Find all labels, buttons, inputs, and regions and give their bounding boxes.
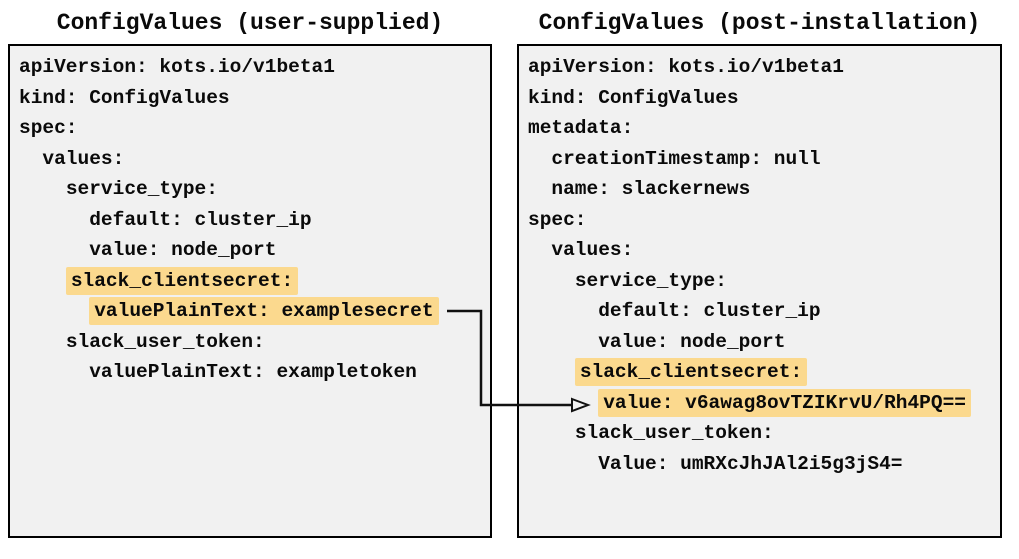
yaml-text-highlighted: value: v6awag8ovTZIKrvU/Rh4PQ==: [598, 388, 971, 417]
yaml-text: value: node_port: [89, 239, 277, 261]
yaml-line: default: cluster_ip: [528, 296, 1000, 327]
yaml-line: kind: ConfigValues: [19, 83, 490, 114]
yaml-line: service_type:: [19, 174, 490, 205]
yaml-indent: [528, 148, 551, 170]
yaml-text: apiVersion: kots.io/v1beta1: [528, 56, 844, 78]
yaml-indent: [19, 209, 89, 231]
yaml-text: default: cluster_ip: [598, 300, 821, 322]
yaml-text: default: cluster_ip: [89, 208, 312, 231]
yaml-text: creationTimestamp: null: [551, 147, 821, 170]
yaml-line: valuePlainText: exampletoken: [19, 357, 490, 388]
yaml-text: spec:: [528, 208, 587, 231]
yaml-text: metadata:: [528, 117, 634, 139]
yaml-text-highlighted: valuePlainText: examplesecret: [89, 297, 439, 325]
yaml-indent: [19, 361, 89, 383]
yaml-line: slack_user_token:: [528, 418, 1000, 449]
yaml-text: values:: [551, 239, 634, 261]
config-values-user-supplied-panel: apiVersion: kots.io/v1beta1 kind: ConfigV…: [8, 44, 492, 538]
yaml-text: Value: umRXcJhJAl2i5g3jS4=: [598, 452, 903, 475]
config-values-post-installation-panel: apiVersion: kots.io/v1beta1 kind: ConfigV…: [517, 44, 1002, 538]
yaml-indent: [19, 331, 66, 353]
yaml-text: name: slackernews: [551, 178, 751, 200]
yaml-indent: [528, 178, 551, 200]
yaml-line: spec:: [528, 205, 1000, 236]
yaml-text: service_type:: [65, 178, 218, 200]
yaml-line: spec:: [19, 113, 490, 144]
yaml-line: apiVersion: kots.io/v1beta1: [528, 52, 1000, 83]
yaml-text: values:: [42, 147, 125, 170]
yaml-line: value: node_port: [528, 327, 1000, 358]
yaml-text-highlighted: slack_clientsecret:: [65, 266, 299, 295]
yaml-line: metadata:: [528, 113, 1000, 144]
yaml-line: creationTimestamp: null: [528, 144, 1000, 175]
yaml-text: value: node_port: [598, 330, 786, 353]
yaml-line: slack_clientsecret:: [19, 266, 490, 297]
right-panel-title: ConfigValues (post-installation): [538, 10, 981, 36]
yaml-line: default: cluster_ip: [19, 205, 490, 236]
yaml-indent: [528, 331, 598, 353]
yaml-indent: [19, 270, 66, 292]
yaml-line: values:: [19, 144, 490, 175]
yaml-line: valuePlainText: examplesecret: [19, 296, 490, 327]
yaml-indent: [528, 300, 598, 322]
yaml-indent: [19, 239, 89, 261]
yaml-line: apiVersion: kots.io/v1beta1: [19, 52, 490, 83]
yaml-line: service_type:: [528, 266, 1000, 297]
yaml-text: apiVersion: kots.io/v1beta1: [19, 56, 335, 78]
yaml-line: name: slackernews: [528, 174, 1000, 205]
yaml-text-highlighted: slack_clientsecret:: [574, 358, 808, 386]
yaml-indent: [528, 239, 551, 261]
yaml-line: Value: umRXcJhJAl2i5g3jS4=: [528, 449, 1000, 480]
yaml-indent: [528, 453, 598, 475]
left-panel-title: ConfigValues (user-supplied): [56, 10, 444, 36]
yaml-indent: [19, 178, 66, 200]
yaml-text: valuePlainText: exampletoken: [89, 361, 417, 383]
yaml-indent: [19, 148, 42, 170]
yaml-line: slack_user_token:: [19, 327, 490, 358]
yaml-line: value: node_port: [19, 235, 490, 266]
yaml-indent: [528, 392, 598, 414]
yaml-text: service_type:: [574, 269, 727, 292]
yaml-indent: [528, 422, 575, 444]
yaml-text: slack_user_token:: [65, 330, 265, 353]
yaml-text: kind: ConfigValues: [19, 86, 230, 109]
yaml-line: kind: ConfigValues: [528, 83, 1000, 114]
yaml-line: slack_clientsecret:: [528, 357, 1000, 388]
yaml-indent: [528, 270, 575, 292]
yaml-indent: [528, 361, 575, 383]
yaml-text: kind: ConfigValues: [528, 86, 739, 109]
yaml-text: slack_user_token:: [574, 422, 774, 444]
yaml-line: value: v6awag8ovTZIKrvU/Rh4PQ==: [528, 388, 1000, 419]
yaml-line: values:: [528, 235, 1000, 266]
yaml-text: spec:: [19, 117, 78, 139]
yaml-indent: [19, 300, 89, 322]
